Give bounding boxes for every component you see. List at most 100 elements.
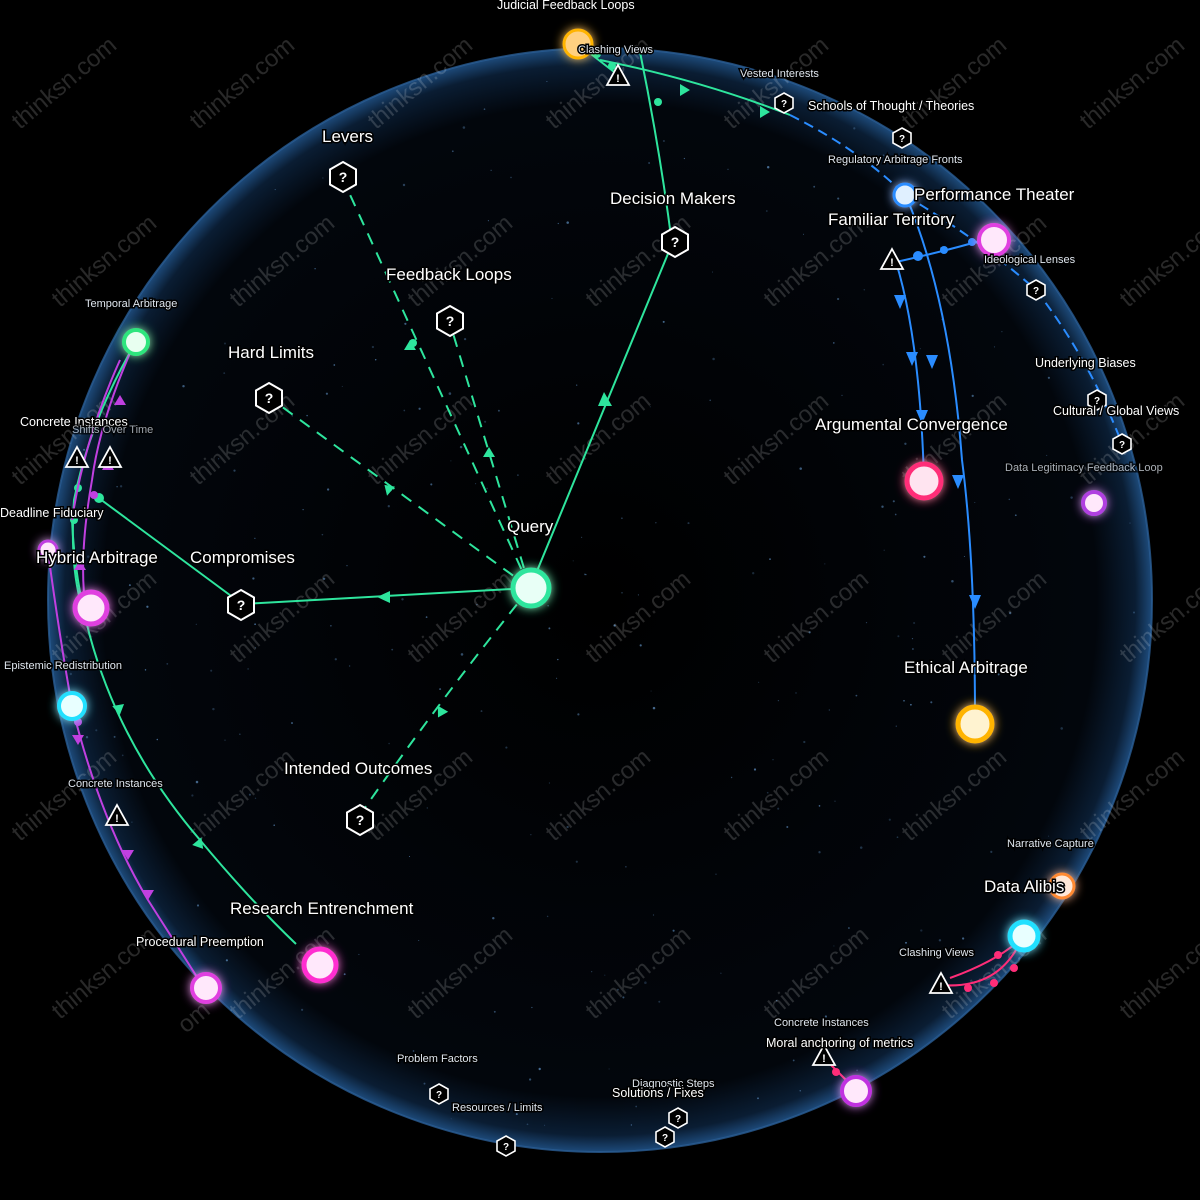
star-dot (777, 699, 780, 702)
star-dot (841, 394, 843, 397)
star-dot (212, 707, 215, 711)
star-dot (897, 635, 900, 638)
watermark-text: thinksn.com (1115, 922, 1200, 1025)
decision-makers-hex-question-icon[interactable] (661, 226, 689, 258)
star-dot (333, 364, 336, 366)
star-dot (1129, 522, 1131, 524)
ideological-node[interactable] (977, 223, 1011, 257)
star-dot (391, 648, 394, 651)
star-dot (548, 627, 551, 630)
star-dot (254, 797, 257, 799)
star-dot (621, 592, 623, 594)
star-dot (404, 322, 407, 325)
underlying-biases-label: Underlying Biases (1035, 356, 1136, 370)
data-legitimacy-node[interactable] (1081, 490, 1107, 516)
star-dot (882, 154, 885, 157)
hard-limits-hex-question-icon[interactable] (255, 382, 283, 414)
star-dot (766, 791, 769, 794)
query-node[interactable] (510, 567, 552, 609)
star-dot (247, 668, 249, 670)
watermark-text: thinksn.com (897, 32, 1012, 135)
star-dot (423, 1082, 426, 1085)
star-dot (369, 772, 371, 774)
star-dot (114, 666, 117, 669)
star-dot (302, 508, 304, 511)
star-dot (990, 850, 993, 853)
ideological-hex-question-icon[interactable] (1026, 279, 1046, 301)
star-dot (480, 710, 483, 713)
edge-schools-perf (789, 114, 907, 197)
star-dot (818, 805, 821, 807)
star-dot (903, 700, 905, 702)
levers-hex-question-icon[interactable] (329, 161, 357, 193)
solutions-hex-question-icon[interactable] (655, 1126, 675, 1148)
glowing-nodes[interactable] (37, 28, 1107, 1107)
star-dot (622, 996, 625, 999)
ethical-arbitrage-node[interactable] (955, 704, 995, 744)
star-dot (510, 176, 512, 179)
performance-theater-node[interactable] (892, 182, 918, 208)
diagnostic-hex-question-icon[interactable] (668, 1107, 688, 1129)
star-dot (223, 372, 226, 374)
argumental-convergence-label: Argumental Convergence (815, 415, 1008, 434)
star-dot (348, 665, 351, 667)
labels: Query Levers Decision Makers Feedback Lo… (0, 0, 1181, 1116)
star-dot (239, 733, 241, 735)
intended-outcomes-hex-question-icon[interactable] (346, 804, 374, 836)
problem-factors-hex-question-icon[interactable] (429, 1083, 449, 1105)
cultural-hex-question-icon[interactable] (1112, 433, 1132, 455)
star-dot (483, 108, 486, 110)
argumental-convergence-node[interactable] (904, 461, 944, 501)
star-dot (343, 973, 346, 976)
star-dot (557, 658, 559, 661)
star-dot (334, 658, 337, 661)
star-dot (119, 485, 123, 488)
star-dot (475, 483, 477, 485)
feedback-loops-hex-question-icon[interactable] (436, 305, 464, 337)
narrative-capture-node[interactable] (1048, 872, 1076, 900)
data-alibis-node[interactable] (1007, 919, 1041, 953)
levers-label: Levers (322, 127, 373, 146)
regulatory-arbitrage-label: Regulatory Arbitrage Fronts (828, 154, 963, 166)
temporal-arbitrage-node[interactable] (122, 328, 150, 356)
deadline-fiduciary-node[interactable] (37, 539, 59, 561)
resources-hex-question-icon[interactable] (496, 1135, 516, 1157)
star-dot (572, 560, 574, 562)
star-dot (544, 1124, 546, 1126)
moral-anchoring-node[interactable] (840, 1075, 872, 1107)
star-dot (577, 422, 580, 425)
star-dot (131, 821, 133, 823)
star-dot (616, 988, 619, 991)
judicial-feedback-node[interactable] (562, 28, 594, 60)
edge-query-decision (529, 243, 673, 589)
compromises-hex-question-icon[interactable] (227, 589, 255, 621)
epistemic-redistribution-node[interactable] (57, 691, 87, 721)
star-dot (439, 688, 442, 691)
star-dot (547, 605, 549, 607)
star-dot (254, 623, 256, 626)
star-dot (528, 1078, 532, 1081)
procedural-preemption-node[interactable] (190, 972, 222, 1004)
star-dot (530, 834, 532, 836)
ideological-lenses-label: Ideological Lenses (984, 254, 1076, 266)
hybrid-arbitrage-node[interactable] (72, 589, 110, 627)
star-dot (658, 1000, 661, 1003)
solutions-fixes-label: Solutions / Fixes (612, 1086, 704, 1100)
star-dot (687, 522, 690, 525)
problem-factors-label: Problem Factors (397, 1053, 478, 1065)
vested-interests-label: Vested Interests (740, 68, 819, 80)
schools-hex-question-icon[interactable] (774, 92, 794, 114)
cultural-global-views-label: Cultural / Global Views (1053, 404, 1179, 418)
star-dot (1014, 514, 1017, 517)
star-dot (248, 793, 251, 796)
star-dot (859, 846, 863, 849)
star-dot (224, 342, 226, 345)
star-dot (321, 533, 324, 536)
star-dot (808, 631, 811, 634)
regulatory-hex-question-icon[interactable] (892, 127, 912, 149)
star-dot (853, 127, 856, 130)
star-dot (86, 555, 90, 558)
star-dot (802, 233, 805, 235)
research-entrenchment-node[interactable] (301, 946, 339, 984)
